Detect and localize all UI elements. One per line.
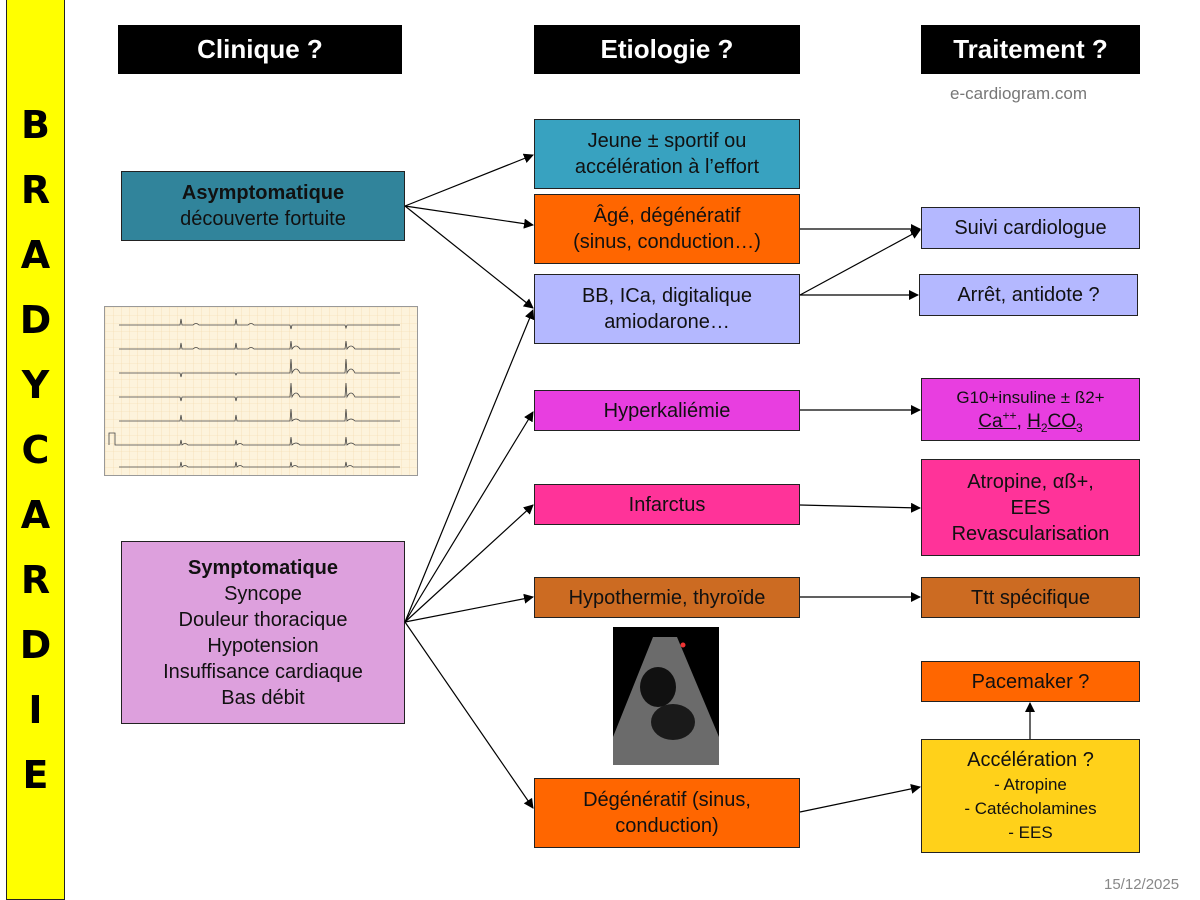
etiologie-line: BB, ICa, digitalique (581, 285, 753, 307)
sidebar-letter: E (22, 753, 49, 797)
box-etiologie-infarctus: Infarctus (534, 484, 800, 525)
box-suivi-cardiologue: Suivi cardiologue (921, 207, 1140, 249)
symptom-item: Bas débit (221, 686, 305, 709)
box-asymptomatique: Asymptomatique découverte fortuite (121, 171, 405, 241)
sidebar-letter: C (21, 428, 50, 472)
arrow-asym-to-jeune (404, 153, 534, 207)
box-traitement-hyperkaliemie: G10+insuline ± ß2+ Ca++, H2CO3 (921, 378, 1140, 441)
echo-image (613, 627, 719, 765)
site-watermark: e-cardiogram.com (950, 84, 1087, 103)
header-traitement: Traitement ? (921, 25, 1140, 74)
sidebar-letter: D (19, 623, 52, 667)
etiologie-line: Dégénératif (sinus, (583, 789, 751, 811)
arrow-asym-to-medicaments (404, 205, 534, 309)
etiologie-line: Infarctus (628, 493, 706, 516)
header-etiologie: Etiologie ? (534, 25, 800, 74)
etiologie-line: conduction) (615, 815, 719, 837)
date-label: 15/12/2025 (1104, 876, 1180, 893)
header-clinique: Clinique ? (118, 25, 402, 74)
sidebar-letter: R (20, 168, 51, 212)
calcium: Ca++ (978, 408, 1017, 432)
box-etiologie-hyperkaliemie: Hyperkaliémie (534, 390, 800, 431)
box-etiologie-degeneratif: Dégénératif (sinus, conduction) (534, 778, 800, 848)
box-symptomatique: Symptomatique Syncope Douleur thoracique… (121, 541, 405, 724)
sep: , (1016, 410, 1028, 432)
infarctus-ttt-line: EES (1010, 496, 1051, 519)
box-acceleration: Accélération ? - Atropine - Catécholamin… (921, 739, 1140, 853)
asymptomatique-title: Asymptomatique (181, 182, 345, 204)
acceleration-item: - EES (1008, 823, 1053, 842)
co-sub: 3 (1076, 420, 1083, 435)
sidebar-bradycardie: B R A D Y C A R D I E (6, 0, 65, 900)
box-etiologie-jeune: Jeune ± sportif ou accélération à l’effo… (534, 119, 800, 189)
acceleration-item: - Catécholamines (964, 799, 1097, 818)
arrow-asym-to-age (404, 205, 534, 229)
sidebar-letter: A (20, 493, 51, 537)
box-etiologie-medicaments: BB, ICa, digitalique amiodarone… (534, 274, 800, 344)
arrow-sympt-to-hyperkaliemie (404, 411, 534, 623)
box-etiologie-hypothermie: Hypothermie, thyroïde (534, 577, 800, 618)
box-arret-antidote: Arrêt, antidote ? (919, 274, 1138, 316)
etiologie-line: Jeune ± sportif ou (587, 130, 747, 152)
arrow-sympt-to-infarctus (404, 504, 534, 623)
etiologie-line: accélération à l’effort (574, 156, 760, 178)
h-text: H (1027, 410, 1041, 432)
etiologie-line: (sinus, conduction…) (573, 231, 761, 253)
acceleration-item: - Atropine (994, 775, 1067, 794)
box-traitement-infarctus: Atropine, αß+, EES Revascularisation (921, 459, 1140, 556)
sidebar-letter: A (20, 233, 51, 277)
sidebar-letter: Y (21, 363, 50, 407)
sidebar-letter: R (20, 558, 51, 602)
hyperk-line2: Ca++, H2CO3 (978, 408, 1083, 435)
symptomatique-title: Symptomatique (187, 556, 339, 579)
arrow-medicaments-to-suivi (799, 229, 921, 296)
infarctus-ttt-line: Revascularisation (951, 522, 1110, 545)
arrow-degeneratif-to-acceleration (799, 783, 921, 813)
box-pacemaker: Pacemaker ? (921, 661, 1140, 702)
hyperk-line1: G10+insuline ± ß2+ (956, 387, 1105, 407)
etiologie-line: amiodarone… (604, 311, 730, 333)
box-ttt-specifique: Ttt spécifique (921, 577, 1140, 618)
asymptomatique-line: découverte fortuite (180, 208, 346, 230)
symptom-item: Hypotension (207, 634, 319, 657)
etiologie-line: Hypothermie, thyroïde (568, 586, 766, 609)
etiologie-line: Âgé, dégénératif (593, 205, 741, 227)
echo-scan (613, 637, 719, 765)
ecg-tracing (105, 307, 417, 475)
sidebar-letter: I (28, 688, 43, 732)
bicarbonate: H2CO3 (1027, 410, 1083, 435)
ecg-image (104, 306, 418, 476)
arrow-sympt-to-medicaments (404, 309, 535, 623)
symptom-item: Syncope (224, 582, 302, 605)
co-text: CO (1047, 410, 1077, 432)
symptom-item: Douleur thoracique (178, 608, 348, 631)
symptom-item: Insuffisance cardiaque (163, 660, 363, 683)
sidebar-letter: D (19, 298, 52, 342)
acceleration-title: Accélération ? (967, 749, 1094, 771)
arrow-infarctus-to-ttt (799, 502, 921, 513)
ca-text: Ca (978, 410, 1003, 432)
box-etiologie-age: Âgé, dégénératif (sinus, conduction…) (534, 194, 800, 264)
sidebar-letter: B (21, 103, 50, 147)
ca-sup: ++ (1002, 408, 1017, 423)
etiologie-line: Hyperkaliémie (603, 399, 731, 422)
infarctus-ttt-line: Atropine, αß+, (967, 470, 1094, 493)
arrow-sympt-to-degeneratif (404, 621, 534, 809)
h-sub: 2 (1040, 420, 1048, 435)
arrow-sympt-to-hypothermie (404, 593, 534, 623)
